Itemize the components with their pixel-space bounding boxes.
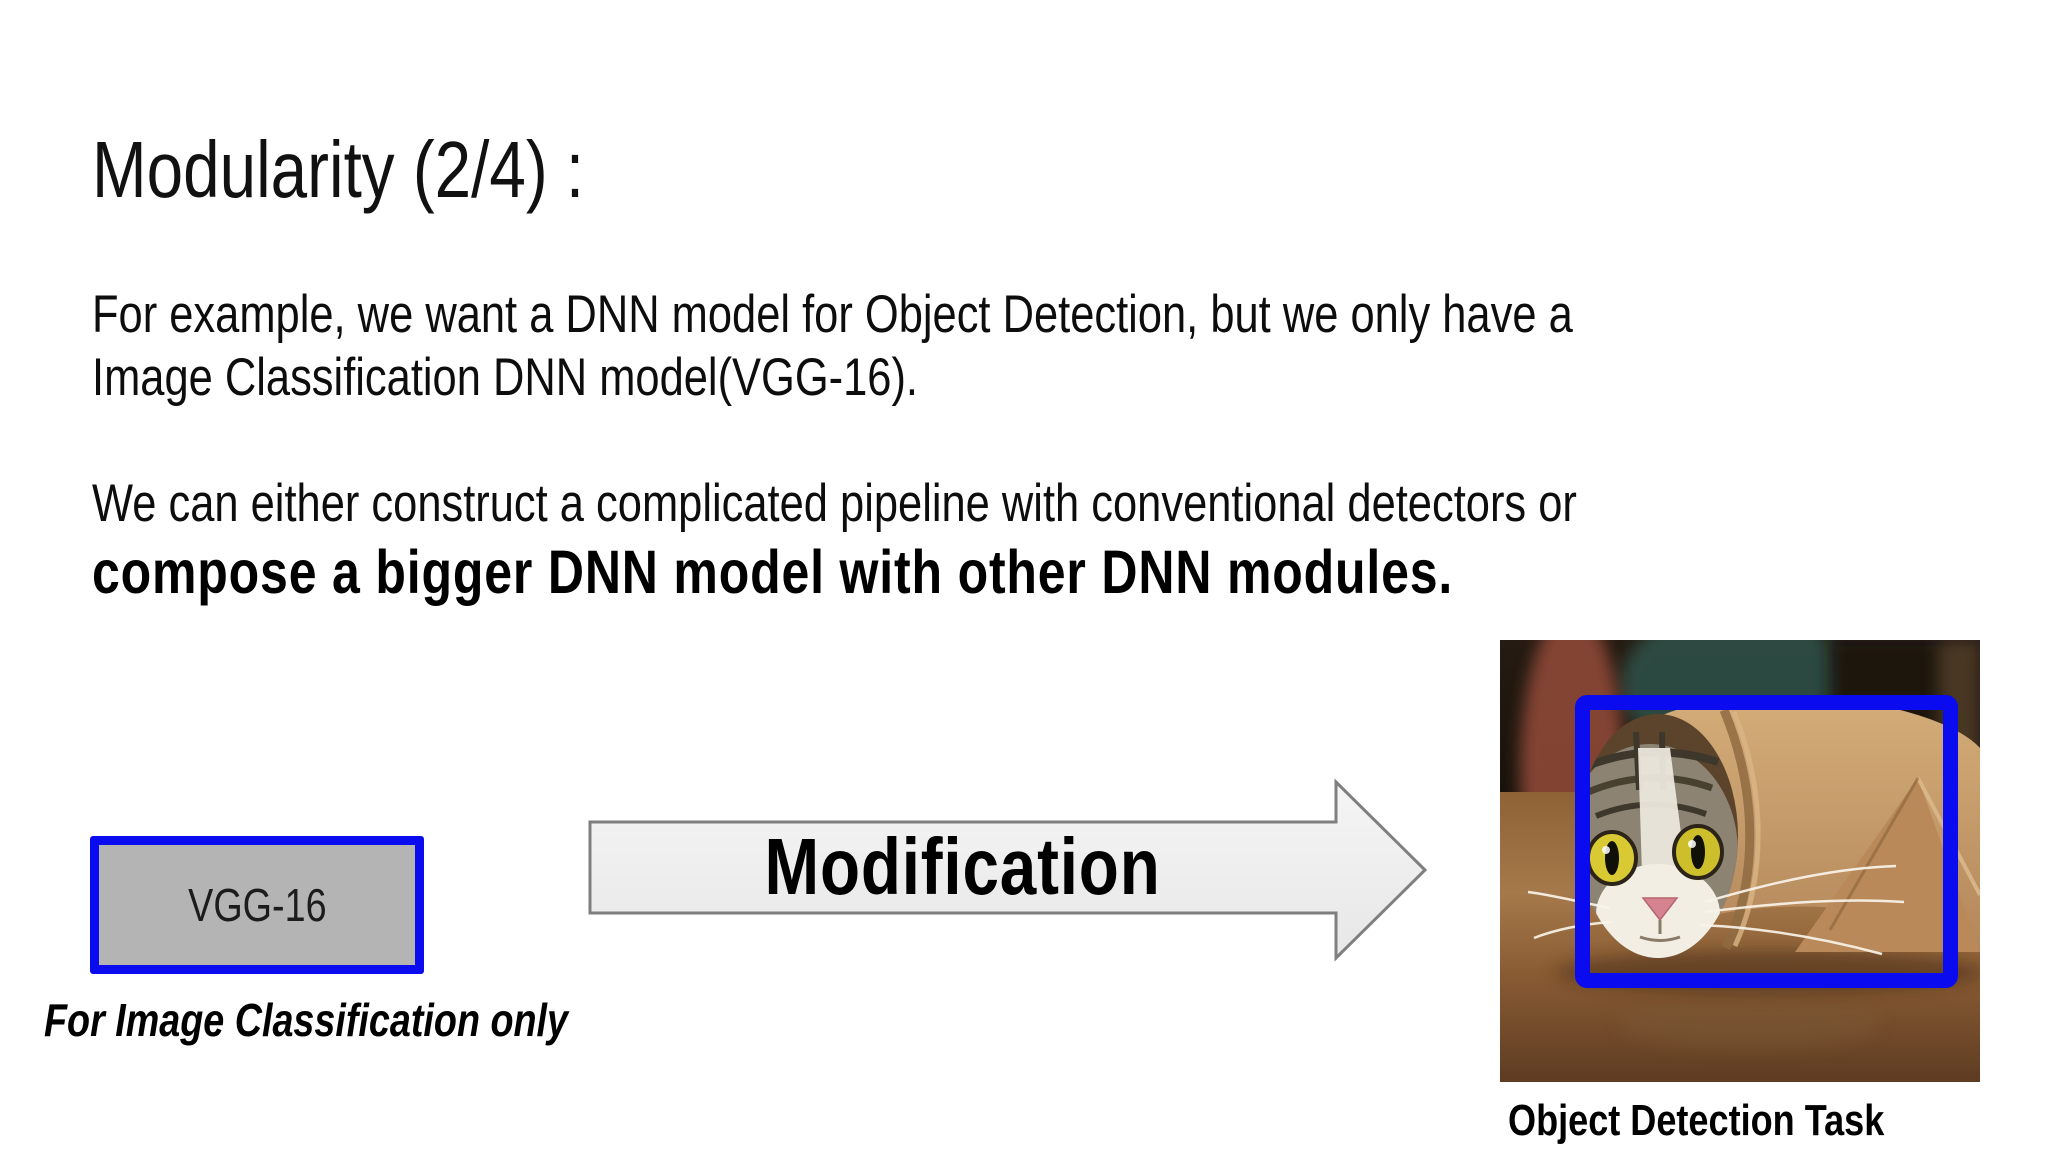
detection-bbox — [1575, 695, 1958, 988]
classification-caption-text: For Image Classification only — [44, 994, 569, 1046]
modification-arrow-label-text: Modification — [764, 822, 1162, 911]
page-title-text: Modularity (2/4) : — [92, 125, 585, 214]
emphasis-line: compose a bigger DNN model with other DN… — [92, 541, 1903, 604]
modification-arrow — [588, 778, 1428, 962]
modification-arrow-label: Modification — [588, 820, 1338, 914]
paragraph-1-line-2: Image Classification DNN model(VGG-16). — [92, 348, 918, 407]
emphasis-line-text: compose a bigger DNN model with other DN… — [92, 538, 1454, 606]
body-paragraph-1: For example, we want a DNN model for Obj… — [92, 283, 1898, 409]
vgg-model-box-label: VGG-16 — [187, 879, 327, 931]
body-paragraph-2: We can either construct a complicated pi… — [92, 472, 1903, 604]
detection-caption: Object Detection Task — [1508, 1096, 1967, 1146]
vgg-model-box: VGG-16 — [90, 836, 424, 974]
cat-whiskers — [1527, 864, 1905, 956]
modification-arrow-shape — [588, 778, 1428, 962]
page-title: Modularity (2/4) : — [92, 128, 692, 212]
cat-nose — [1641, 897, 1679, 922]
detection-photo — [1500, 640, 1980, 1082]
detection-caption-text: Object Detection Task — [1508, 1096, 1885, 1145]
classification-caption: For Image Classification only — [44, 993, 683, 1047]
paragraph-2-line-1: We can either construct a complicated pi… — [92, 474, 1577, 533]
paragraph-1-line-1: For example, we want a DNN model for Obj… — [92, 285, 1573, 344]
